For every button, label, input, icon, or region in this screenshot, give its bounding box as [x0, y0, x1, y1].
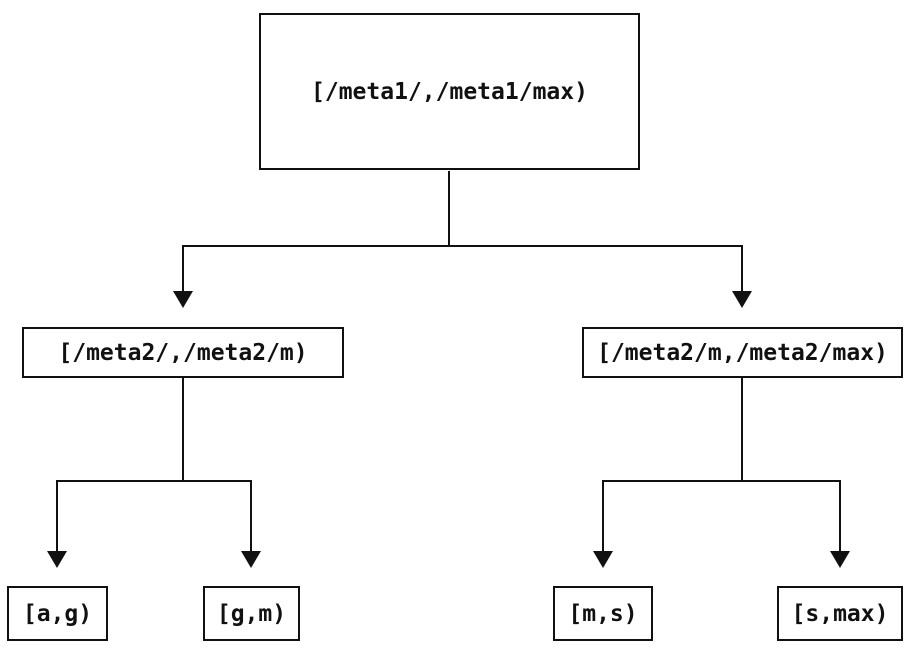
tree-node-leaf-s-max: [s,max) — [777, 586, 903, 641]
tree-node-root-label: [/meta1/,/meta1/max) — [311, 78, 588, 105]
arrowhead-leaf-smax — [830, 551, 850, 568]
tree-node-leaf-m-s-label: [m,s) — [568, 600, 638, 627]
edge-group-level2-left-to-leaves — [47, 378, 261, 568]
tree-node-level2-left: [/meta2/,/meta2/m) — [22, 327, 344, 378]
arrowhead-leaf-ms — [593, 551, 613, 568]
arrowhead-leaf-gm — [241, 551, 261, 568]
arrowhead-leaf-ag — [47, 551, 67, 568]
tree-node-leaf-m-s: [m,s) — [553, 586, 653, 641]
tree-node-root: [/meta1/,/meta1/max) — [259, 13, 640, 170]
tree-node-level2-right-label: [/meta2/m,/meta2/max) — [597, 339, 888, 366]
edge-group-level2-right-to-leaves — [593, 378, 850, 568]
tree-node-leaf-a-g-label: [a,g) — [22, 600, 93, 627]
tree-node-leaf-a-g: [a,g) — [7, 586, 108, 641]
tree-node-level2-left-label: [/meta2/,/meta2/m) — [58, 339, 308, 366]
tree-node-leaf-g-m-label: [g,m) — [216, 600, 287, 627]
tree-node-level2-right: [/meta2/m,/meta2/max) — [582, 327, 903, 378]
arrowhead-level2-right — [732, 291, 752, 308]
edge-group-root-to-level2 — [173, 171, 752, 308]
arrowhead-level2-left — [173, 291, 193, 308]
tree-node-leaf-s-max-label: [s,max) — [791, 600, 889, 627]
tree-node-leaf-g-m: [g,m) — [203, 586, 300, 641]
